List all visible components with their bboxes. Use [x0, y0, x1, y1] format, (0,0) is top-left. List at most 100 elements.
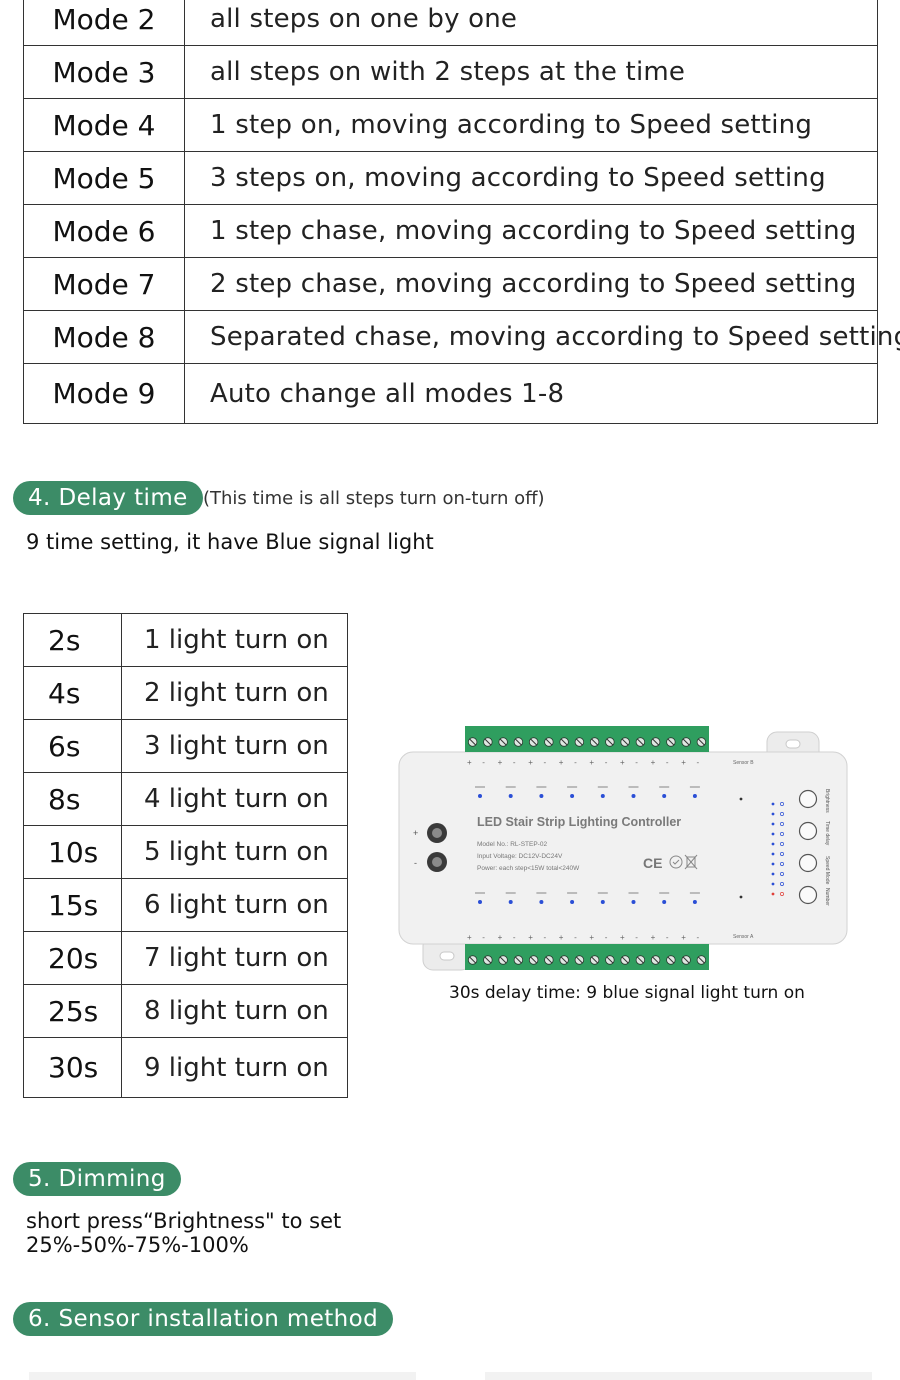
mode-description: 1 step on, moving according to Speed set…	[184, 98, 878, 152]
section-title-sensor-installation: 6. Sensor installation method	[13, 1302, 394, 1336]
led-label-mark	[659, 786, 670, 788]
step-led	[600, 794, 605, 798]
section-title-dimming: 5. Dimming	[13, 1162, 181, 1196]
polarity-mark: -	[574, 758, 577, 767]
table-row: 25s 8 light turn on	[23, 984, 348, 1038]
mode-description: 1 step chase, moving according to Speed …	[184, 204, 878, 258]
delay-time-lights: 6 light turn on	[121, 878, 348, 932]
led-label-mark	[475, 786, 485, 788]
polarity-mark: -	[666, 933, 669, 942]
table-row: Mode 6 1 step chase, moving according to…	[23, 204, 878, 258]
brightness-button-label: Brightness	[824, 789, 830, 813]
terminal-screw-slot	[530, 956, 537, 964]
led-label-mark	[597, 892, 608, 894]
terminal-block-bottom	[465, 944, 709, 970]
step-led	[539, 900, 544, 904]
signal-light	[771, 812, 775, 816]
sensor-image-right	[485, 1372, 872, 1380]
terminal-screw-slot	[499, 956, 507, 964]
polarity-mark: +	[589, 758, 594, 767]
signal-light-ring	[780, 862, 784, 866]
terminal-screw-slot	[682, 956, 690, 964]
power-jack-negative	[427, 852, 447, 872]
mode-description: 3 steps on, moving according to Speed se…	[184, 151, 878, 205]
step-led	[692, 900, 697, 904]
brightness-button[interactable]	[798, 789, 818, 809]
table-row: Mode 9 Auto change all modes 1-8	[23, 363, 878, 424]
delay-time-value: 2s	[23, 613, 122, 667]
terminal-screw-slot	[667, 738, 675, 746]
controller-caption: 30s delay time: 9 blue signal light turn…	[449, 983, 805, 1003]
polarity-mark: -	[544, 758, 547, 767]
delay-time-value: 6s	[23, 719, 122, 773]
polarity-mark: +	[681, 933, 686, 942]
step-led	[508, 794, 513, 798]
table-row: Mode 4 1 step on, moving according to Sp…	[23, 98, 878, 152]
terminal-screw-slot	[652, 956, 659, 964]
signal-light-ring	[780, 802, 784, 806]
number-button[interactable]	[798, 885, 818, 905]
polarity-mark: +	[467, 758, 472, 767]
delay-time-value: 4s	[23, 666, 122, 720]
mode-description: 2 step chase, moving according to Speed …	[184, 257, 878, 311]
table-row: 2s 1 light turn on	[23, 613, 348, 667]
led-label-mark	[597, 786, 608, 788]
time-delay-button[interactable]	[798, 821, 818, 841]
signal-light-ring	[780, 872, 784, 876]
sensor-a-label: Sensor A	[733, 934, 754, 940]
signal-light	[771, 822, 775, 826]
polarity-mark: +	[559, 758, 564, 767]
speed-mode-button[interactable]	[798, 853, 818, 873]
terminal-screw-slot	[576, 956, 583, 964]
number-button-label: Number	[824, 888, 830, 906]
mounting-hole	[785, 739, 801, 749]
delay-time-lights: 7 light turn on	[121, 931, 348, 985]
terminal-screw-slot	[530, 738, 537, 746]
signal-light-ring	[780, 882, 784, 886]
polarity-mark: +	[681, 758, 686, 767]
step-led-row-bottom	[475, 892, 700, 904]
polarity-mark: +	[528, 933, 533, 942]
terminal-screw-slot	[576, 738, 583, 746]
led-label-mark	[536, 786, 547, 788]
delay-time-lights: 4 light turn on	[121, 772, 348, 826]
polarity-mark: +	[651, 933, 656, 942]
dimming-description: short press“Brightness" to set 25%-50%-7…	[26, 1209, 341, 1257]
signal-light-ring	[780, 822, 784, 826]
delay-time-value: 8s	[23, 772, 122, 826]
delay-time-value: 25s	[23, 984, 122, 1038]
indicator-dot	[739, 797, 743, 801]
led-label-mark	[689, 892, 700, 894]
polarity-mark: -	[482, 758, 485, 767]
signal-light	[771, 862, 775, 866]
polarity-mark: -	[635, 933, 638, 942]
terminal-screw-slot	[652, 738, 659, 746]
signal-light	[771, 832, 775, 836]
modes-table: Mode 2 all steps on one by one Mode 3 al…	[23, 0, 900, 424]
mode-name: Mode 2	[23, 0, 185, 46]
polarity-mark: +	[559, 933, 564, 942]
polarity-mark: +	[498, 758, 503, 767]
terminal-screw-slot	[484, 738, 492, 746]
led-label-mark	[505, 786, 516, 788]
terminal-screw-slot	[560, 738, 568, 746]
signal-light	[771, 842, 775, 846]
speed-mode-button-label: Speed Mode	[824, 856, 830, 885]
dimming-line-1: short press“Brightness" to set	[26, 1209, 342, 1233]
delay-time-lights: 9 light turn on	[121, 1037, 348, 1098]
delay-time-value: 10s	[23, 825, 122, 879]
plus-label: +	[413, 828, 418, 838]
terminal-screw-slot	[484, 956, 492, 964]
terminal-screw-slot	[621, 956, 629, 964]
delay-time-lights: 3 light turn on	[121, 719, 348, 773]
delay-time-description: 9 time setting, it have Blue signal ligh…	[26, 530, 434, 554]
step-led	[631, 900, 636, 904]
terminal-screw-slot	[591, 956, 598, 964]
led-label-mark	[659, 892, 670, 894]
polarity-mark: +	[620, 758, 625, 767]
terminal-screw-slot	[682, 738, 690, 746]
polarity-mark: -	[513, 933, 516, 942]
signal-light	[771, 852, 775, 856]
polarity-mark: -	[697, 758, 700, 767]
section-title-delay-time: 4. Delay time	[13, 481, 203, 515]
